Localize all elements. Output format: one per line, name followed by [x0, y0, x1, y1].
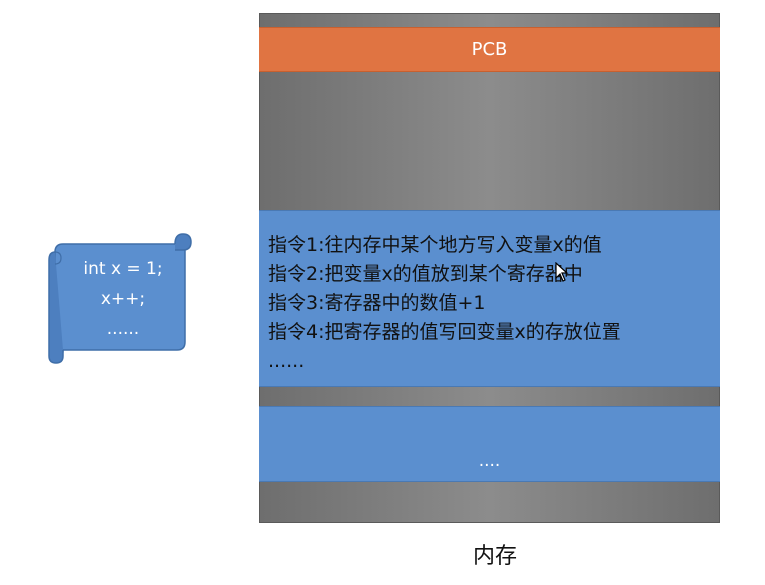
instruction-line: ...... [268, 350, 305, 372]
program-scroll-shape [48, 233, 192, 364]
program-line: x++; [100, 289, 146, 309]
instruction-line: 指令4:把寄存器的值写回变量x的存放位置 [268, 321, 621, 343]
program-code: int x = 1; x++; ...... [62, 254, 184, 344]
mouse-cursor-icon [555, 262, 569, 282]
pcb-block: PCB [259, 27, 720, 72]
program-line: ...... [106, 319, 140, 339]
instruction-line: 指令1:往内存中某个地方写入变量x的值 [268, 234, 602, 256]
instruction-line: 指令2:把变量x的值放到某个寄存器中 [268, 263, 583, 285]
instruction-block: 指令1:往内存中某个地方写入变量x的值 指令2:把变量x的值放到某个寄存器中 指… [259, 210, 720, 387]
data-block-label: .... [478, 451, 501, 471]
instruction-line: 指令3:寄存器中的数值+1 [268, 292, 486, 314]
memory-caption: 内存 [472, 544, 517, 569]
data-block: .... [259, 406, 720, 482]
pcb-label: PCB [471, 39, 508, 60]
program-line: int x = 1; [83, 259, 163, 279]
